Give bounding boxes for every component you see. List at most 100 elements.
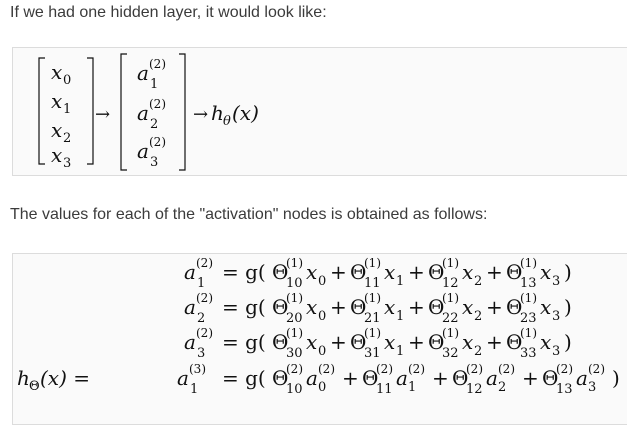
term-variable-sub: 2 bbox=[498, 380, 506, 395]
theta-weight-sup: (1) bbox=[520, 256, 537, 270]
theta-weight-sub: 32 bbox=[442, 346, 459, 361]
theta-weight: Θ bbox=[350, 295, 366, 319]
close-paren: ) bbox=[612, 366, 620, 390]
term-variable: x bbox=[540, 295, 551, 319]
theta-weight-sub: 30 bbox=[286, 346, 303, 361]
hidden-a2-sup: (2) bbox=[149, 97, 166, 111]
theta-weight-sub: 22 bbox=[442, 311, 459, 326]
term-variable: a bbox=[486, 366, 498, 390]
theta-weight: Θ bbox=[272, 295, 288, 319]
input-x1: x bbox=[51, 89, 62, 113]
term-variable: a bbox=[396, 366, 408, 390]
lhs-activation-sup: (2) bbox=[196, 326, 213, 340]
theta-weight-sub: 23 bbox=[520, 311, 537, 326]
hidden-vector: a (2) 1 a (2) 2 a (2) 3 bbox=[137, 57, 166, 170]
term-variable: x bbox=[540, 330, 551, 354]
theta-weight-sup: (2) bbox=[556, 362, 573, 376]
network-formula: x 0 x 1 x 2 x 3 → a (2) 1 a (2) 2 a (2) … bbox=[38, 53, 259, 171]
hidden-a3-sup: (2) bbox=[149, 135, 166, 149]
theta-weight: Θ bbox=[272, 330, 288, 354]
input-x1-sub: 1 bbox=[63, 102, 71, 117]
theta-weight-sup: (2) bbox=[376, 362, 393, 376]
theta-weight-sup: (1) bbox=[364, 291, 381, 305]
hidden-a1-sub: 1 bbox=[150, 77, 158, 92]
theta-weight-sub: 10 bbox=[286, 276, 303, 291]
term-variable-sub: 0 bbox=[318, 309, 326, 324]
hidden-left-bracket bbox=[120, 53, 127, 171]
lhs-activation-sub: 3 bbox=[197, 346, 205, 361]
term-variable: x bbox=[540, 260, 551, 284]
term-variable: x bbox=[384, 330, 395, 354]
term-variable-sub: 1 bbox=[396, 344, 404, 359]
theta-weight-sub: 12 bbox=[466, 382, 483, 397]
lhs-activation: a bbox=[184, 260, 196, 284]
term-variable-sub: 3 bbox=[552, 274, 560, 289]
theta-weight-sup: (1) bbox=[442, 326, 459, 340]
output-arg: (x) bbox=[232, 101, 259, 125]
theta-weight-sup: (2) bbox=[466, 362, 483, 376]
input-x2: x bbox=[51, 118, 62, 142]
theta-weight-sub: 12 bbox=[442, 276, 459, 291]
term-variable-sub: 1 bbox=[396, 274, 404, 289]
theta-weight-sub: 13 bbox=[556, 382, 573, 397]
theta-weight-sup: (1) bbox=[442, 291, 459, 305]
close-paren: ) bbox=[564, 295, 572, 319]
term-variable: x bbox=[384, 260, 395, 284]
lhs-activation-sup: (2) bbox=[196, 256, 213, 270]
theta-weight: Θ bbox=[542, 366, 558, 390]
term-variable-sub: 1 bbox=[408, 380, 416, 395]
theta-weight-sub: 13 bbox=[520, 276, 537, 291]
hypothesis-h-sub: Θ bbox=[29, 379, 40, 394]
theta-weight-sup: (1) bbox=[364, 326, 381, 340]
plus-operator: + bbox=[342, 366, 359, 390]
theta-weight-sup: (1) bbox=[520, 291, 537, 305]
term-variable-sub: 3 bbox=[552, 309, 560, 324]
theta-weight-sup: (1) bbox=[442, 256, 459, 270]
plus-operator: + bbox=[486, 260, 503, 284]
plus-operator: + bbox=[408, 295, 425, 319]
input-x3-sub: 3 bbox=[63, 156, 71, 171]
plus-operator: + bbox=[432, 366, 449, 390]
term-variable: a bbox=[306, 366, 318, 390]
theta-weight-sup: (1) bbox=[286, 256, 303, 270]
lhs-activation: a bbox=[184, 330, 196, 354]
equals-g-open: = g( bbox=[222, 330, 266, 354]
term-variable: x bbox=[462, 295, 473, 319]
lhs-activation-sup: (3) bbox=[189, 362, 206, 376]
lhs-activation: a bbox=[184, 295, 196, 319]
theta-weight: Θ bbox=[506, 330, 522, 354]
hidden-a2: a bbox=[137, 101, 149, 125]
term-variable: x bbox=[306, 295, 317, 319]
theta-weight: Θ bbox=[350, 330, 366, 354]
theta-weight: Θ bbox=[452, 366, 468, 390]
term-variable-sup: (2) bbox=[588, 362, 605, 376]
theta-weight: Θ bbox=[350, 260, 366, 284]
plus-operator: + bbox=[522, 366, 539, 390]
output-hypothesis: h θ (x) bbox=[211, 101, 259, 129]
term-variable-sup: (2) bbox=[318, 362, 335, 376]
theta-weight-sub: 11 bbox=[364, 276, 381, 291]
input-vector: x 0 x 1 x 2 x 3 bbox=[51, 60, 71, 171]
term-variable-sub: 2 bbox=[474, 274, 482, 289]
theta-weight-sub: 20 bbox=[286, 311, 303, 326]
term-variable-sub: 2 bbox=[474, 344, 482, 359]
plus-operator: + bbox=[486, 295, 503, 319]
intro-paragraph: If we had one hidden layer, it would loo… bbox=[10, 4, 327, 21]
lhs-activation-sub: 2 bbox=[197, 311, 205, 326]
plus-operator: + bbox=[486, 330, 503, 354]
close-paren: ) bbox=[564, 330, 572, 354]
theta-weight-sup: (1) bbox=[286, 291, 303, 305]
network-diagram-block: x 0 x 1 x 2 x 3 → a (2) 1 a (2) 2 a (2) … bbox=[12, 47, 627, 176]
term-variable-sup: (2) bbox=[408, 362, 425, 376]
input-x2-sub: 2 bbox=[63, 131, 71, 146]
hypothesis-arg: (x) = bbox=[40, 366, 90, 390]
lhs-activation-sub: 1 bbox=[197, 276, 205, 291]
lhs-activation-sub: 1 bbox=[190, 382, 198, 397]
plus-operator: + bbox=[330, 295, 347, 319]
theta-weight: Θ bbox=[428, 295, 444, 319]
plus-operator: + bbox=[330, 260, 347, 284]
lhs-activation: a bbox=[177, 366, 189, 390]
output-h: h bbox=[211, 101, 224, 125]
